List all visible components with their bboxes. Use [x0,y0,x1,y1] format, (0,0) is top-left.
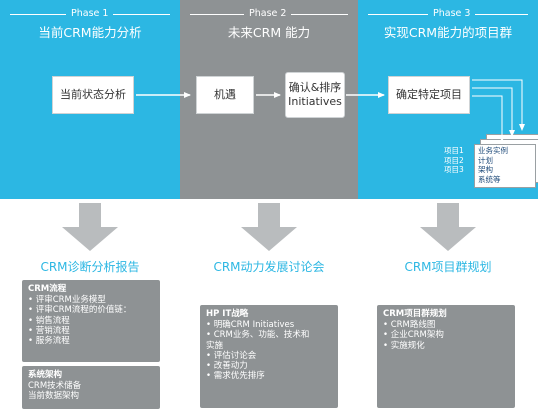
project-labels: 项目1 项目2 项目3 [444,146,464,175]
phase-3-title: 实现CRM能力的项目群 [383,25,513,40]
box-line: • 需求优先排序 [206,371,265,382]
box-line: • 评审CRM业务模型 [28,295,106,305]
section-title-diagnosis: CRM诊断分析报告 [40,260,140,274]
card-line: 业务实例 [478,146,508,155]
box-line: 当前数据架构 [28,391,80,402]
box-line: 实施 [206,340,224,351]
box-line: • CRM业务、功能、技术和 [206,330,310,341]
project-label: 项目2 [444,155,464,165]
phase-1-column: Phase 1 当前CRM能力分析 当前状态分析 [0,0,180,199]
box-line: • 企业CRM架构 [383,330,444,341]
section-title-program-plan: CRM项目群规划 [404,260,492,274]
down-arrow-1 [62,203,118,251]
stack-connector-3 [472,95,505,142]
project-card-text: 业务实例 计划 架构 系统等 [478,146,508,184]
flow-connectors [136,79,525,142]
crm-program-plan-box: CRM项目群规划 • CRM路线图 • 企业CRM架构 • 实施规化 [377,305,515,408]
phase-1-title: 当前CRM能力分析 [38,25,142,40]
box-line: • 评估讨论会 [206,350,257,361]
phase-2-label: Phase 2 [244,8,292,20]
box-line: • 服务流程 [28,336,70,347]
flow-box-determine-projects[interactable]: 确定特定项目 [388,76,470,114]
box-line: • 评审CRM流程的价值链： [28,305,132,316]
stack-connector-1 [472,79,525,131]
flow-box-opportunity[interactable]: 机遇 [196,76,254,114]
crm-process-box: CRM流程 • 评审CRM业务模型 • 评审CRM流程的价值链： • 销售流程 … [22,280,160,362]
phase-1-label: Phase 1 [66,8,114,20]
down-arrow-3 [420,203,476,251]
box-line: • 营销流程 [28,325,70,336]
phase-2-column: Phase 2 未来CRM 能力 机遇 确认&排序 Initiatives [180,0,358,199]
box-heading: CRM流程 [28,284,67,294]
section-title-workshop: CRM动力发展讨论会 [213,260,325,274]
project-label: 项目1 [444,146,464,155]
phase-3-column: Phase 3 实现CRM能力的项目群 确定特定项目 业务实例 计划 架构 系统… [358,0,538,199]
box-line: • 实施规化 [383,340,425,351]
box-line: • CRM路线图 [383,320,436,330]
flow-box-current-analysis[interactable]: 当前状态分析 [52,76,134,114]
box-heading: 系统架构 [28,370,63,380]
confirm-line-1: 确认&排序 [288,81,342,94]
system-architecture-box: 系统架构 CRM技术储备 当前数据架构 [22,366,160,409]
confirm-line-2: Initiatives [288,95,342,108]
project-label: 项目3 [444,165,464,174]
box-line: • 销售流程 [28,315,70,326]
box-heading: CRM项目群规划 [383,309,447,319]
hp-it-strategy-box: HP IT战略 • 明确CRM Initiatives • CRM业务、功能、技… [200,305,338,408]
box-line: • 明确CRM Initiatives [206,320,295,330]
stack-connector-2 [472,87,515,137]
card-line: 架构 [478,165,493,174]
card-line: 计划 [478,155,493,165]
card-line: 系统等 [478,174,501,184]
box-heading: HP IT战略 [206,309,249,319]
project-card-front [474,144,536,188]
phase-3-label: Phase 3 [428,8,476,20]
down-arrow-2 [241,203,297,251]
flow-box-confirm-prioritize[interactable]: 确认&排序 Initiatives [285,72,345,118]
box-line: CRM技术储备 [28,381,82,391]
box-line: • 改善动力 [206,361,248,372]
phase-2-title: 未来CRM 能力 [227,25,311,40]
